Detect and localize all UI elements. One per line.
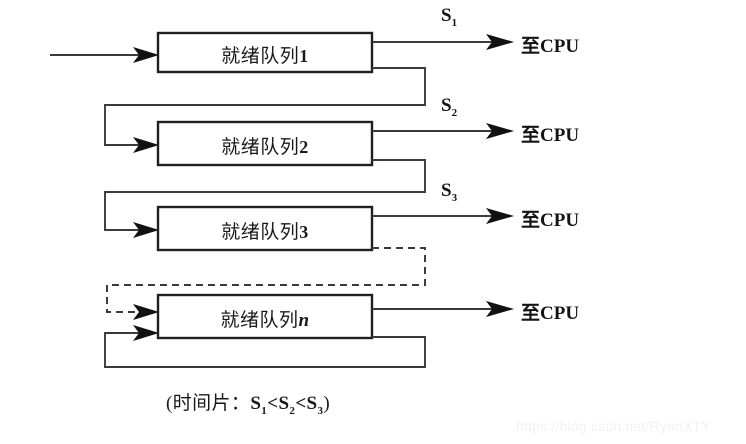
queue-2-label-index: 2	[299, 137, 309, 157]
time-slice-2-symbol: S	[441, 95, 452, 116]
queue-n-cpu-arrowhead	[486, 301, 514, 317]
queue-box-1[interactable]	[156, 31, 374, 74]
external-input-arrowhead	[133, 47, 159, 63]
caption-s2: S	[278, 393, 290, 414]
time-slice-3-subscript: 3	[451, 191, 458, 204]
queue-box-2[interactable]	[156, 120, 374, 167]
caption-s3-sub: 3	[317, 404, 324, 417]
queue-1-label: 就绪队列1	[158, 41, 372, 68]
queue-1-feedback-path	[104, 67, 426, 146]
queue-n-self-loop-arrowhead	[133, 325, 159, 341]
caption-suffix: )	[323, 393, 331, 414]
queue-n-label: 就绪队列n	[158, 305, 372, 332]
caption-s1: S	[250, 393, 262, 414]
time-slice-1-subscript: 1	[451, 16, 458, 29]
queue-2-label-text: 就绪队列	[221, 137, 300, 158]
time-slice-label-3: S3	[441, 180, 457, 204]
caption-s3: S	[306, 393, 318, 414]
queue-3-label-text: 就绪队列	[221, 222, 300, 243]
queue-n-label-text: 就绪队列	[220, 310, 299, 331]
cpu-target-label-1: 至CPU	[521, 36, 580, 57]
queue-n-dashed-input-arrowhead	[133, 304, 159, 320]
queue-2-cpu-arrowhead	[486, 123, 514, 139]
cpu-target-label-3: 至CPU	[521, 210, 580, 231]
time-slice-1-symbol: S	[441, 5, 452, 26]
queue-3-label: 就绪队列3	[158, 217, 372, 244]
queue-3-cpu-arrowhead	[486, 208, 514, 224]
caption-s2-sub: 2	[289, 404, 296, 417]
watermark-text: https://blog.csdn.net/RyanXTY	[516, 418, 711, 434]
queue-1-label-index: 1	[299, 46, 309, 66]
queue-1-cpu-arrowhead	[486, 34, 514, 50]
time-slice-label-2: S2	[441, 95, 457, 119]
queue-box-n[interactable]	[156, 293, 374, 340]
queue-3-input-arrowhead	[133, 222, 159, 238]
caption-s1-sub: 1	[261, 404, 268, 417]
queue-1-label-text: 就绪队列	[221, 46, 300, 67]
caption-prefix: (时间片：	[166, 393, 251, 414]
time-slice-2-subscript: 2	[451, 106, 458, 119]
queue-n-self-loop-path	[104, 332, 426, 368]
queue-box-3[interactable]	[156, 205, 374, 252]
time-slice-label-1: S1	[441, 5, 457, 29]
queue-2-feedback-path	[104, 159, 426, 231]
queue-n-label-index: n	[298, 310, 310, 331]
caption-lt-2: <	[295, 393, 307, 414]
cpu-target-label-n: 至CPU	[521, 303, 580, 324]
figure-caption: (时间片：S1<S2<S3)	[166, 388, 330, 417]
queue-3-label-index: 3	[299, 222, 309, 242]
caption-lt-1: <	[267, 393, 279, 414]
queue-2-label: 就绪队列2	[158, 132, 372, 159]
cpu-target-label-2: 至CPU	[521, 125, 580, 146]
time-slice-3-symbol: S	[441, 180, 452, 201]
queue-2-input-arrowhead	[133, 137, 159, 153]
